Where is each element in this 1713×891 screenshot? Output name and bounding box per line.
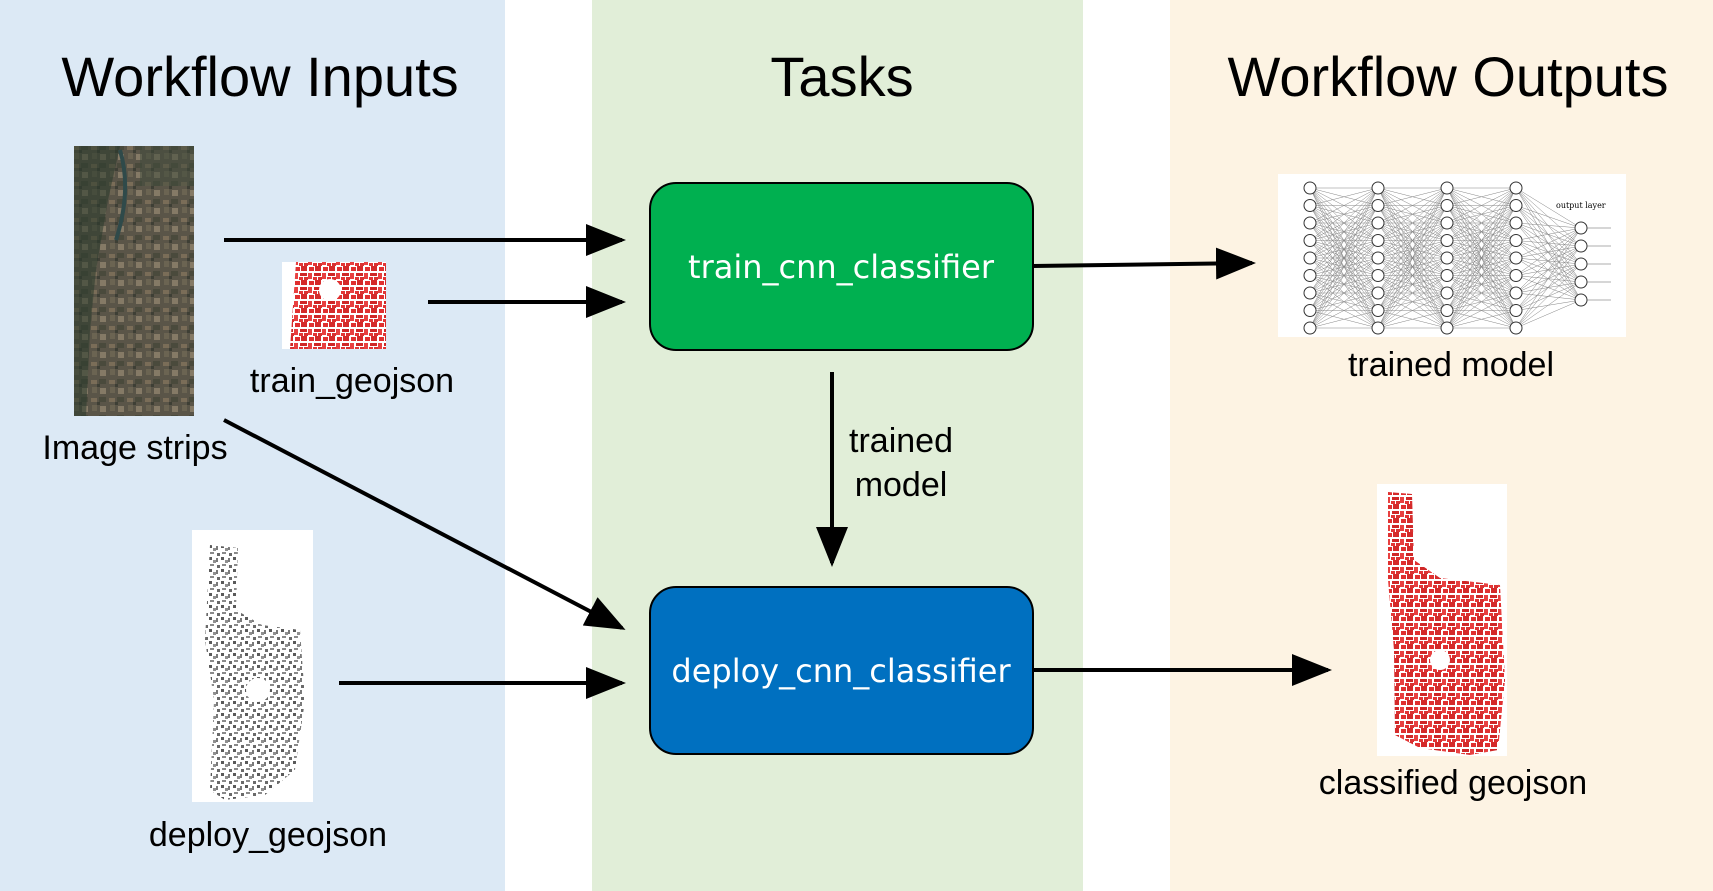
- nn-node: [1509, 304, 1523, 317]
- nn-node: [1371, 251, 1385, 265]
- nn-node: [1371, 181, 1385, 195]
- nn-node: [1303, 181, 1317, 195]
- nn-node: [1574, 221, 1588, 235]
- nn-node: [1303, 251, 1317, 265]
- nn-node: [1440, 269, 1454, 282]
- nn-node: [1574, 275, 1588, 289]
- nn-node: [1303, 321, 1317, 335]
- nn-node: [1371, 216, 1385, 230]
- classified-geojson-thumbnail: [1377, 484, 1507, 756]
- image-strips-label: Image strips: [42, 429, 227, 467]
- nn-node: [1440, 304, 1454, 317]
- nn-node: [1509, 199, 1523, 212]
- nn-node: [1440, 181, 1454, 195]
- nn-node: [1371, 321, 1385, 335]
- tasks-column-title: Tasks: [770, 45, 913, 108]
- deploy-geojson-thumbnail: [192, 530, 313, 802]
- nn-node: [1509, 286, 1523, 300]
- nn-node: [1303, 199, 1317, 212]
- train-geojson-label: train_geojson: [250, 362, 454, 400]
- neural-network-image: output layer: [1278, 174, 1626, 337]
- nn-node: [1440, 216, 1454, 230]
- nn-node: [1440, 234, 1454, 247]
- tasks-column-bg: [592, 0, 1083, 891]
- train-geojson-thumbnail: [282, 262, 386, 349]
- nn-node: [1509, 321, 1523, 335]
- nn-node: [1574, 257, 1588, 271]
- outputs-column-title: Workflow Outputs: [1228, 45, 1669, 108]
- nn-node: [1371, 234, 1385, 247]
- deploy-cnn-classifier-label: deploy_cnn_classifier: [671, 652, 1011, 690]
- nn-node: [1574, 293, 1588, 307]
- nn-node: [1371, 269, 1385, 282]
- nn-node: [1440, 199, 1454, 212]
- classified-geojson-label: classified geojson: [1319, 764, 1587, 802]
- deploy-geojson-label: deploy_geojson: [149, 816, 387, 854]
- nn-node: [1303, 304, 1317, 317]
- nn-node: [1440, 251, 1454, 265]
- outputs-column-bg: [1170, 0, 1713, 891]
- image-strips-thumbnail: [74, 146, 194, 416]
- nn-node: [1509, 234, 1523, 247]
- nn-node: [1509, 269, 1523, 282]
- nn-node: [1371, 199, 1385, 212]
- trained-model-label: trained model: [1348, 346, 1554, 384]
- nn-node: [1574, 239, 1588, 253]
- train-cnn-classifier-label: train_cnn_classifier: [688, 248, 995, 286]
- nn-output-layer-label: output layer: [1556, 201, 1606, 210]
- nn-node: [1303, 216, 1317, 230]
- nn-node: [1509, 216, 1523, 230]
- inputs-column-title: Workflow Inputs: [61, 45, 458, 108]
- arrow-train-to-trained-model: [1032, 247, 1256, 280]
- nn-node: [1371, 304, 1385, 317]
- arrow-image-strips-to-deploy: [223, 418, 626, 630]
- nn-node: [1303, 269, 1317, 282]
- nn-node: [1303, 234, 1317, 247]
- nn-node: [1509, 181, 1523, 195]
- nn-node: [1509, 251, 1523, 265]
- connector-arrows: [223, 224, 1332, 699]
- edge-label-trained: trained: [849, 422, 953, 460]
- nn-node: [1440, 286, 1454, 300]
- train-cnn-classifier-box[interactable]: [649, 182, 1034, 351]
- nn-node: [1303, 286, 1317, 300]
- nn-node: [1371, 286, 1385, 300]
- nn-node: [1440, 321, 1454, 335]
- edge-label-model: model: [855, 466, 948, 504]
